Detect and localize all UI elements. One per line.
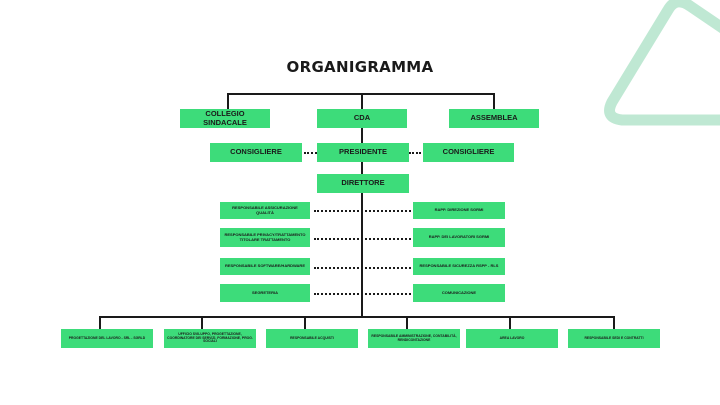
dotted-link-staff-2 — [314, 238, 411, 240]
dotted-link-consigliere-left — [304, 152, 317, 154]
bottom-drop-1 — [99, 316, 101, 329]
box-consigliere-right: CONSIGLIERE — [423, 143, 514, 162]
bottom-drop-2 — [201, 316, 203, 329]
box-cda: CDA — [317, 109, 407, 128]
connector-drop-right — [493, 93, 495, 109]
bottom-drop-6 — [613, 316, 615, 329]
box-staff-right-3: RESPONSABILE SICUREZZA RSPP - RLS — [413, 258, 505, 275]
dotted-link-staff-4 — [314, 293, 411, 295]
bottom-horizontal-connector — [99, 316, 615, 318]
box-staff-right-1: RAPP. DIREZIONE SGRMI — [413, 202, 505, 219]
box-bottom-3: RESPONSABILE ACQUISTI — [266, 329, 358, 348]
box-bottom-2: UFFICIO SVILUPPO, PROGETTAZIONE, COORDIN… — [164, 329, 256, 348]
box-consigliere-left: CONSIGLIERE — [210, 143, 302, 162]
connector-drop-left — [227, 93, 229, 109]
box-direttore: DIRETTORE — [317, 174, 409, 193]
box-collegio-sindacale: COLLEGIO SINDACALE — [180, 109, 270, 128]
box-bottom-5: AREA LAVORO — [466, 329, 558, 348]
dotted-link-staff-1 — [314, 210, 411, 212]
dotted-link-consigliere-right — [409, 152, 421, 154]
page-title: ORGANIGRAMMA — [286, 58, 434, 76]
bottom-drop-3 — [304, 316, 306, 329]
box-staff-left-3: RESPONSABILE SOFTWARE/HARDWARE — [220, 258, 310, 275]
central-trunk-line — [361, 128, 363, 316]
box-bottom-6: RESPONSABILE SEDI E CONTRATTI — [568, 329, 660, 348]
box-bottom-1: PROGETTAZIONE DEL LAVORO - SRL - SGRLD — [61, 329, 153, 348]
box-presidente: PRESIDENTE — [317, 143, 409, 162]
bottom-drop-5 — [509, 316, 511, 329]
dotted-link-staff-3 — [314, 267, 411, 269]
bottom-drop-4 — [406, 316, 408, 329]
box-staff-left-4: SEGRETERIA — [220, 284, 310, 302]
box-assemblea: ASSEMBLEA — [449, 109, 539, 128]
box-staff-right-2: RAPP. DEI LAVORATORI SGRMI — [413, 228, 505, 247]
box-staff-left-2: RESPONSABILE PRIVACY/TRATTAMENTO TITOLAR… — [220, 228, 310, 247]
box-staff-right-4: COMUNICAZIONE — [413, 284, 505, 302]
connector-drop-center — [361, 93, 363, 109]
box-staff-left-1: RESPONSABILE ASSICURAZIONE QUALITÀ — [220, 202, 310, 219]
box-bottom-4: RESPONSABILE AMMINISTRAZIONE, CONTABILIT… — [368, 329, 460, 348]
